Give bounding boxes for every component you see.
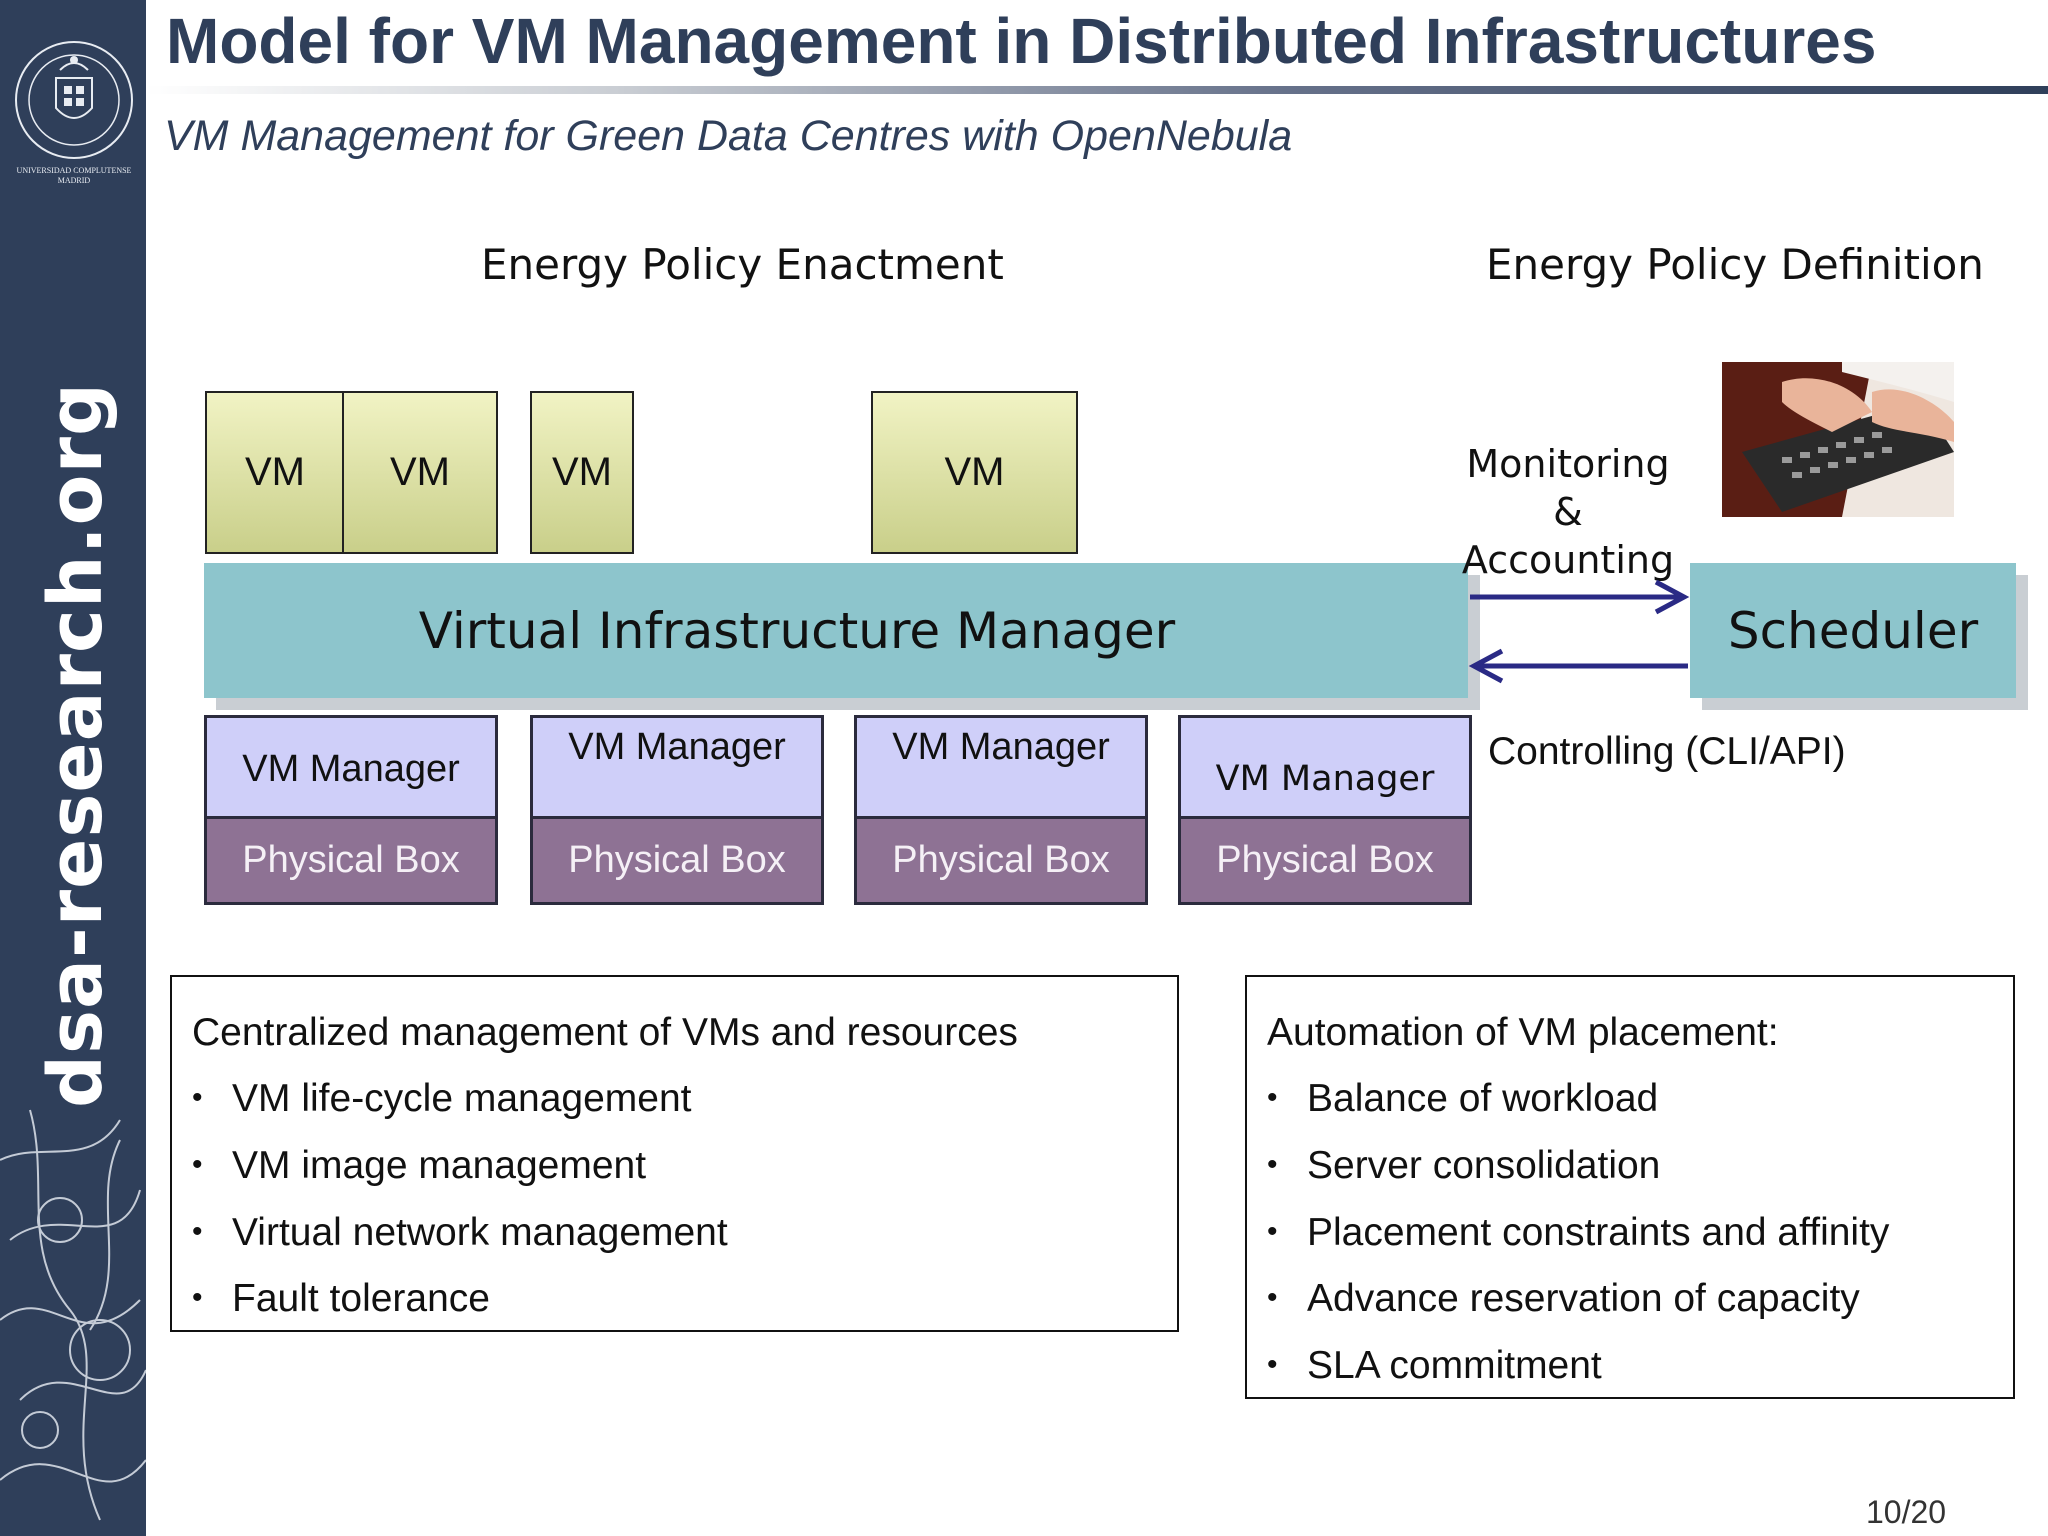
slide-title: Model for VM Management in Distributed I… xyxy=(166,5,1877,77)
vm-manager: VM Manager xyxy=(1178,715,1472,819)
vim-features-panel: Centralized management of VMs and resour… xyxy=(170,975,1179,1332)
physical-box: Physical Box xyxy=(1178,819,1472,905)
vm-block: VM xyxy=(342,391,498,554)
scheduler-label: Scheduler xyxy=(1727,601,1979,660)
decorative-swirl xyxy=(0,1109,146,1521)
physical-box: Physical Box xyxy=(530,819,824,905)
host-stack: VM Manager Physical Box xyxy=(204,715,498,905)
controlling-arrow xyxy=(1468,648,1688,684)
panel-title: Automation of VM placement: xyxy=(1267,1011,1779,1054)
list-item: •Virtual network management xyxy=(192,1211,728,1254)
host-stack: VM Manager Physical Box xyxy=(1178,715,1472,905)
list-item: •Balance of workload xyxy=(1267,1077,1659,1120)
panel-title: Centralized management of VMs and resour… xyxy=(192,1011,1018,1054)
vim-label: Virtual Infrastructure Manager xyxy=(418,601,1176,660)
heading-policy-enactment: Energy Policy Enactment xyxy=(481,240,1004,289)
vm-manager: VM Manager xyxy=(204,715,498,819)
heading-policy-definition: Energy Policy Definition xyxy=(1486,240,1984,289)
sidebar-brand-text: dsa-research.org xyxy=(33,382,119,1108)
list-item: •VM life-cycle management xyxy=(192,1077,692,1120)
vm-block: VM xyxy=(530,391,634,554)
list-item: •VM image management xyxy=(192,1144,647,1187)
list-item: •Advance reservation of capacity xyxy=(1267,1277,1860,1320)
sidebar: UNIVERSIDAD COMPLUTENSE MADRID dsa-resea… xyxy=(0,0,146,1536)
vm-manager: VM Manager xyxy=(530,715,824,819)
physical-box: Physical Box xyxy=(854,819,1148,905)
monitoring-label: Monitoring & Accounting xyxy=(1461,442,1675,582)
monitoring-arrow xyxy=(1470,579,1690,615)
list-item: •SLA commitment xyxy=(1267,1344,1602,1387)
physical-box: Physical Box xyxy=(204,819,498,905)
controlling-label: Controlling (CLI/API) xyxy=(1488,730,1846,773)
slide-subtitle: VM Management for Green Data Centres wit… xyxy=(164,112,1293,160)
crest-caption: UNIVERSIDAD COMPLUTENSE MADRID xyxy=(16,166,132,185)
vm-manager: VM Manager xyxy=(854,715,1148,819)
vm-block: VM xyxy=(205,391,345,554)
title-divider xyxy=(146,86,2048,94)
list-item: •Server consolidation xyxy=(1267,1144,1661,1187)
list-item: •Fault tolerance xyxy=(192,1277,490,1320)
page-number: 10/20 xyxy=(1866,1494,1947,1530)
host-stack: VM Manager Physical Box xyxy=(530,715,824,905)
virtual-infrastructure-manager: Virtual Infrastructure Manager xyxy=(204,563,1468,698)
university-crest-logo xyxy=(15,41,133,159)
host-stack: VM Manager Physical Box xyxy=(854,715,1148,905)
scheduler-features-panel: Automation of VM placement: •Balance of … xyxy=(1245,975,2015,1399)
keyboard-typing-photo xyxy=(1722,362,1954,517)
scheduler-box: Scheduler xyxy=(1690,563,2016,698)
vm-block: VM xyxy=(871,391,1078,554)
list-item: •Placement constraints and affinity xyxy=(1267,1211,1890,1254)
